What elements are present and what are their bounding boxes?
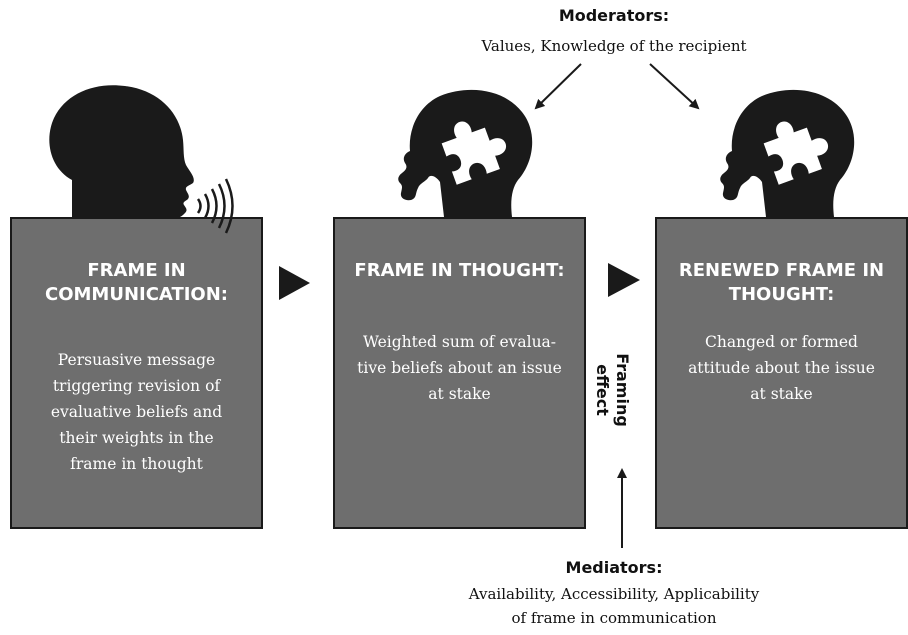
- box-title-line: COMMUNICATION:: [45, 284, 228, 305]
- box-body-line: their weights in the: [59, 429, 214, 447]
- box-body: Persuasive message triggering revision o…: [22, 347, 251, 477]
- box-frame-in-thought: FRAME IN THOUGHT: Weighted sum of evalua…: [333, 217, 586, 529]
- flow-arrow-icon: [279, 266, 310, 300]
- box-body: Weighted sum of evalua- tive beliefs abo…: [345, 329, 574, 407]
- box-body-line: Weighted sum of evalua-: [362, 333, 557, 351]
- box-body-line: evaluative beliefs and: [50, 403, 223, 421]
- box-body-line: Changed or formed: [705, 333, 858, 351]
- box-body-line: at stake: [750, 385, 813, 403]
- puzzle-head-icon: [398, 89, 533, 217]
- box-title-line: FRAME IN THOUGHT:: [354, 260, 565, 281]
- flow-arrow-icon: [608, 263, 640, 297]
- speaking-head-icon: [49, 85, 234, 234]
- moderators-text: Values, Knowledge of the recipient: [481, 37, 747, 55]
- box-title: RENEWED FRAME IN THOUGHT:: [657, 259, 906, 307]
- box-title-line: THOUGHT:: [728, 284, 835, 305]
- box-title: FRAME IN COMMUNICATION:: [12, 259, 261, 307]
- box-frame-in-communication: FRAME IN COMMUNICATION: Persuasive messa…: [10, 217, 263, 529]
- box-body-line: attitude about the issue: [688, 359, 875, 377]
- box-renewed-frame-in-thought: RENEWED FRAME IN THOUGHT: Changed or for…: [655, 217, 908, 529]
- box-body-line: triggering revision of: [52, 377, 221, 395]
- box-body-line: tive beliefs about an issue: [357, 359, 562, 377]
- moderators-label: Moderators:: [558, 6, 670, 25]
- box-title: FRAME IN THOUGHT:: [335, 259, 584, 283]
- mediators-label: Mediators:: [565, 558, 663, 577]
- puzzle-head-icon: [720, 89, 855, 217]
- mediators-line-2: of frame in communication: [511, 609, 717, 627]
- moderator-arrow-left: [534, 63, 582, 110]
- box-title-line: FRAME IN: [87, 260, 186, 281]
- moderator-arrow-right: [649, 63, 700, 110]
- box-body: Changed or formed attitude about the iss…: [667, 329, 896, 407]
- box-body-line: at stake: [428, 385, 491, 403]
- box-body-line: Persuasive message: [57, 351, 216, 369]
- mediators-line-1: Availability, Accessibility, Applicabili…: [468, 585, 760, 603]
- box-title-line: RENEWED FRAME IN: [678, 260, 885, 281]
- box-body-line: frame in thought: [70, 455, 203, 473]
